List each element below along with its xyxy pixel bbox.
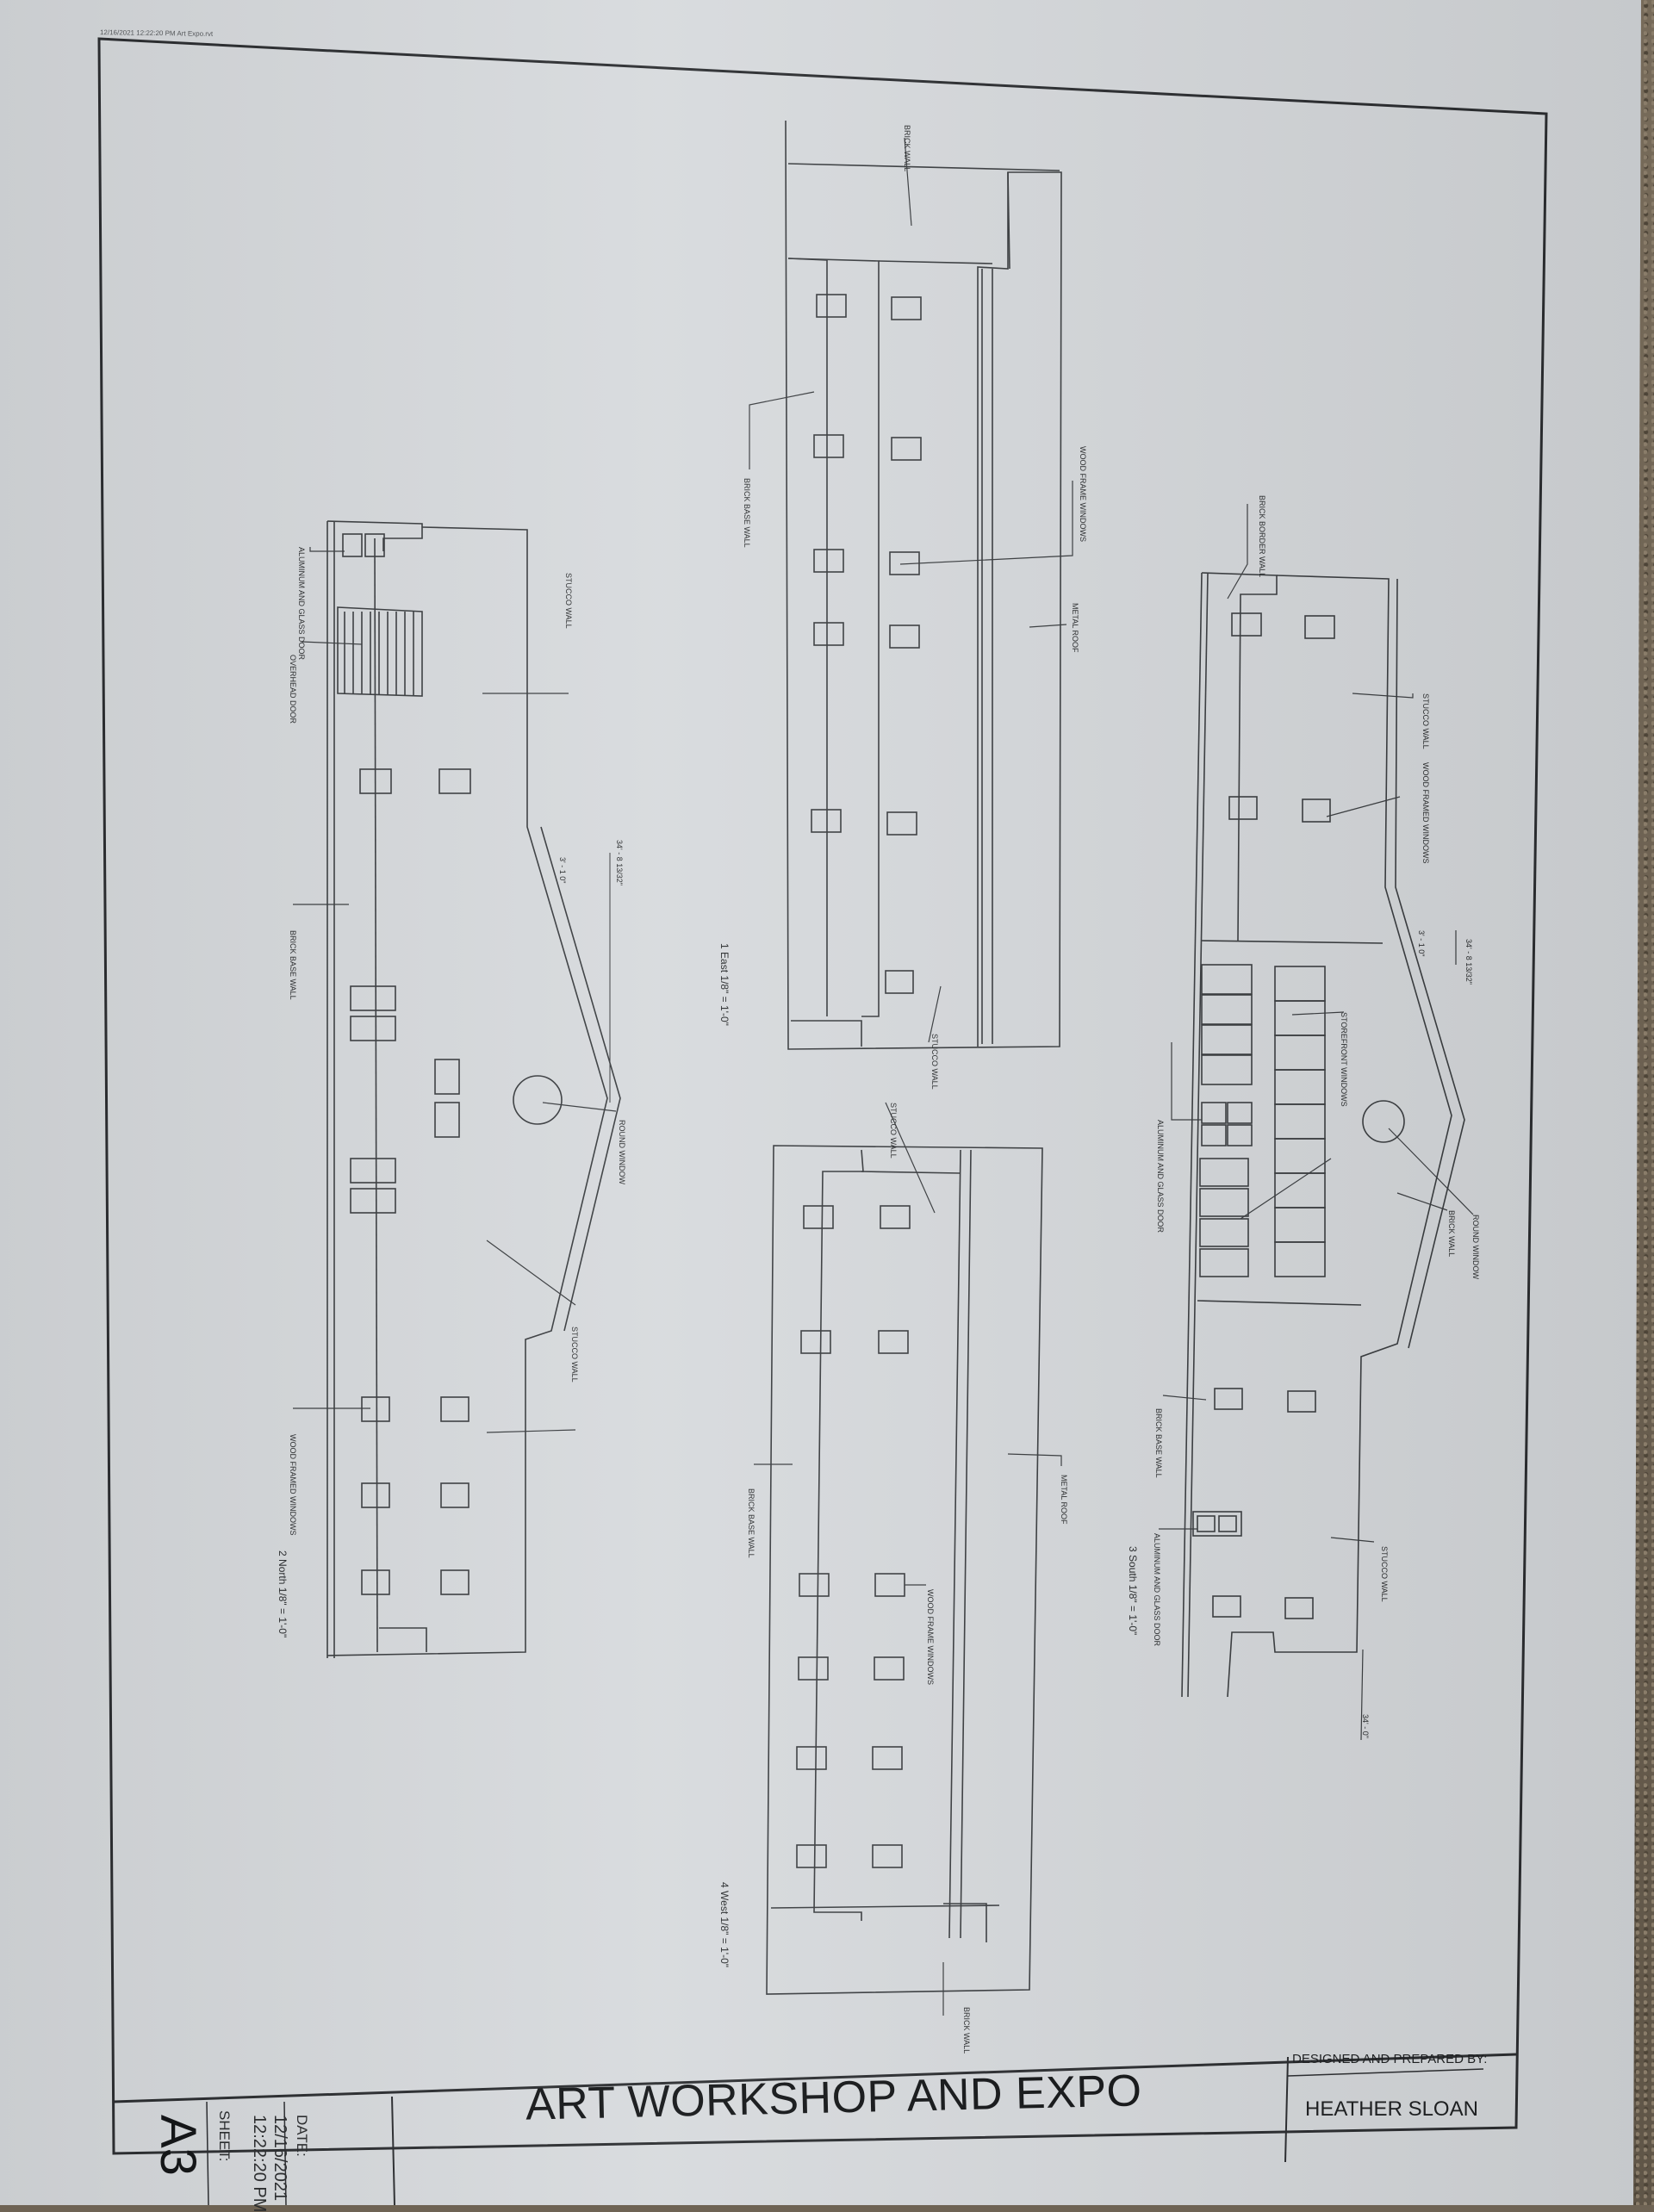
west-note-stucco-wall: STUCCO WALL — [889, 1103, 898, 1159]
sheet-number: A3 — [150, 2115, 206, 2176]
south-level-top: 34' - 8 13/32" — [1464, 939, 1473, 985]
sheet-border — [97, 37, 1548, 2155]
north-note-aluminum-door: ALUMINUM AND GLASS DOOR — [297, 547, 306, 661]
north-note-stucco-wall-top: STUCCO WALL — [564, 573, 573, 629]
south-view-title: 3 South 1/8" = 1'-0" — [1127, 1546, 1139, 1636]
time-value: 12:22:20 PM — [250, 2115, 269, 2212]
east-note-brick-base: BRICK BASE WALL — [743, 478, 751, 548]
south-note-aluminum-door-bottom: ALUMINUM AND GLASS DOOR — [1153, 1533, 1161, 1647]
west-note-wood-windows: WOOD FRAME WINDOWS — [926, 1589, 935, 1685]
north-elevation — [293, 520, 621, 1658]
north-level-top: 34' - 8 13/32" — [615, 840, 624, 885]
sheet-label: SHEET: — [216, 2110, 233, 2162]
west-note-brick-base: BRICK BASE WALL — [747, 1488, 755, 1558]
west-view-title: 4 West 1/8" = 1'-0" — [718, 1882, 731, 1968]
south-note-aluminum-door-top: ALUMINUM AND GLASS DOOR — [1156, 1120, 1165, 1233]
date-value: 12/16/2021 — [270, 2115, 289, 2202]
south-note-storefront: STOREFRONT WINDOWS — [1340, 1012, 1348, 1107]
west-note-metal-roof: METAL ROOF — [1060, 1475, 1068, 1525]
south-note-stucco-wall-bottom: STUCCO WALL — [1380, 1546, 1389, 1602]
east-note-metal-roof: METAL ROOF — [1071, 603, 1079, 653]
south-level-ground: 34' - 0" — [1361, 1714, 1370, 1738]
designed-by-label: DESIGNED AND PREPARED BY: — [1292, 2052, 1488, 2066]
designer-name: HEATHER SLOAN — [1305, 2097, 1478, 2121]
east-elevation — [749, 120, 1073, 1050]
date-label: DATE: — [294, 2115, 310, 2157]
south-note-stucco-wall-top: STUCCO WALL — [1421, 693, 1430, 749]
north-note-round-window: ROUND WINDOW — [618, 1120, 626, 1184]
south-note-brick-wall: BRICK WALL — [1447, 1210, 1456, 1258]
south-note-brick-base: BRICK BASE WALL — [1154, 1408, 1163, 1478]
south-note-round-window: ROUND WINDOW — [1471, 1215, 1480, 1279]
north-note-brick-base: BRICK BASE WALL — [289, 930, 297, 1000]
north-view-title: 2 North 1/8" = 1'-0" — [277, 1550, 289, 1638]
east-note-wood-windows: WOOD FRAME WINDOWS — [1079, 446, 1087, 542]
south-note-wood-windows: WOOD FRAMED WINDOWS — [1421, 762, 1430, 864]
north-note-wood-windows: WOOD FRAMED WINDOWS — [289, 1434, 297, 1536]
south-level-eave: 3' - 1 0" — [1417, 930, 1426, 957]
north-note-stucco-wall-bottom: STUCCO WALL — [570, 1327, 579, 1382]
east-note-stucco-wall: STUCCO WALL — [930, 1034, 939, 1090]
north-note-overhead-door: OVERHEAD DOOR — [289, 655, 297, 724]
west-elevation — [754, 1102, 1062, 2016]
south-elevation — [1159, 504, 1474, 1741]
east-view-title: 1 East 1/8" = 1'-0" — [718, 943, 731, 1026]
north-level-eave: 3' - 1 0" — [558, 857, 567, 884]
east-note-brick-wall: BRICK WALL — [903, 125, 911, 172]
west-note-brick-wall: BRICK WALL — [962, 2007, 971, 2054]
south-note-brick-border: BRICK BORDER WALL — [1258, 495, 1266, 578]
